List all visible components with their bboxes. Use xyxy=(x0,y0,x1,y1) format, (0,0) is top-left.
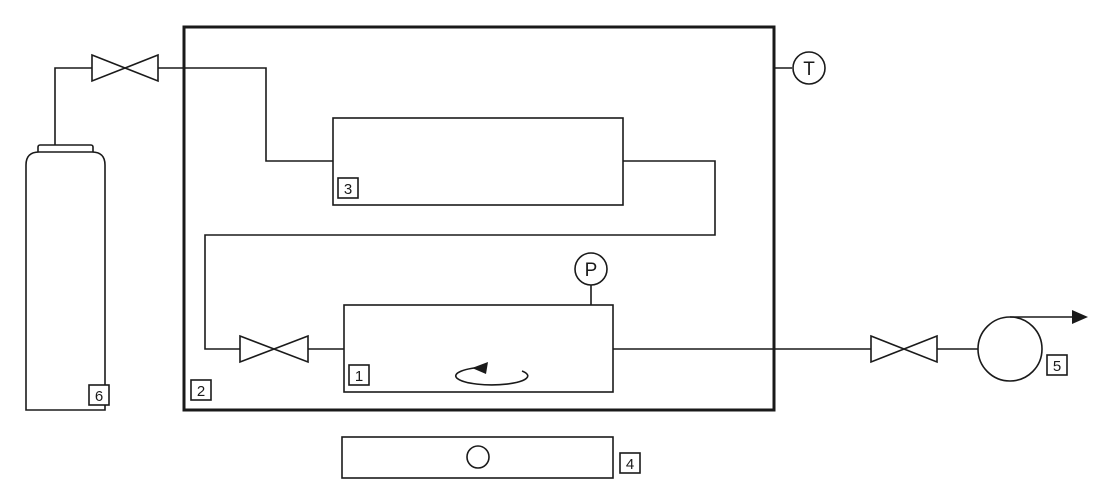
label-1: 1 xyxy=(348,364,370,386)
svg-text:6: 6 xyxy=(95,388,103,405)
stirrer-base-knob xyxy=(466,445,490,469)
label-3: 3 xyxy=(337,177,359,199)
label-6: 6 xyxy=(88,384,110,406)
temperature-gauge xyxy=(792,51,826,85)
pump-5 xyxy=(977,316,1043,382)
outlet-valve xyxy=(870,334,938,364)
reactor-inlet-valve xyxy=(239,334,309,364)
svg-text:2: 2 xyxy=(197,383,205,400)
loop-line xyxy=(204,160,716,350)
label-4: 4 xyxy=(619,452,641,474)
label-2: 2 xyxy=(190,379,212,401)
svg-text:5: 5 xyxy=(1053,358,1061,375)
supply-line-1 xyxy=(54,67,92,145)
svg-text:3: 3 xyxy=(344,181,352,198)
unit-3 xyxy=(332,117,624,206)
supply-line-2 xyxy=(158,67,333,162)
gas-cylinder xyxy=(25,144,106,411)
enclosure-2 xyxy=(182,25,776,412)
svg-text:1: 1 xyxy=(355,368,363,385)
temperature-gauge-label: T xyxy=(803,59,815,80)
pressure-gauge-label: P xyxy=(585,260,598,281)
stirrer-rotation-arrow xyxy=(454,362,529,386)
svg-text:4: 4 xyxy=(626,456,634,473)
reactor-1 xyxy=(343,304,614,393)
label-5: 5 xyxy=(1046,354,1068,376)
supply-valve xyxy=(91,53,159,83)
pressure-gauge xyxy=(574,252,608,286)
pump-outlet-arrow-icon xyxy=(1072,310,1088,324)
